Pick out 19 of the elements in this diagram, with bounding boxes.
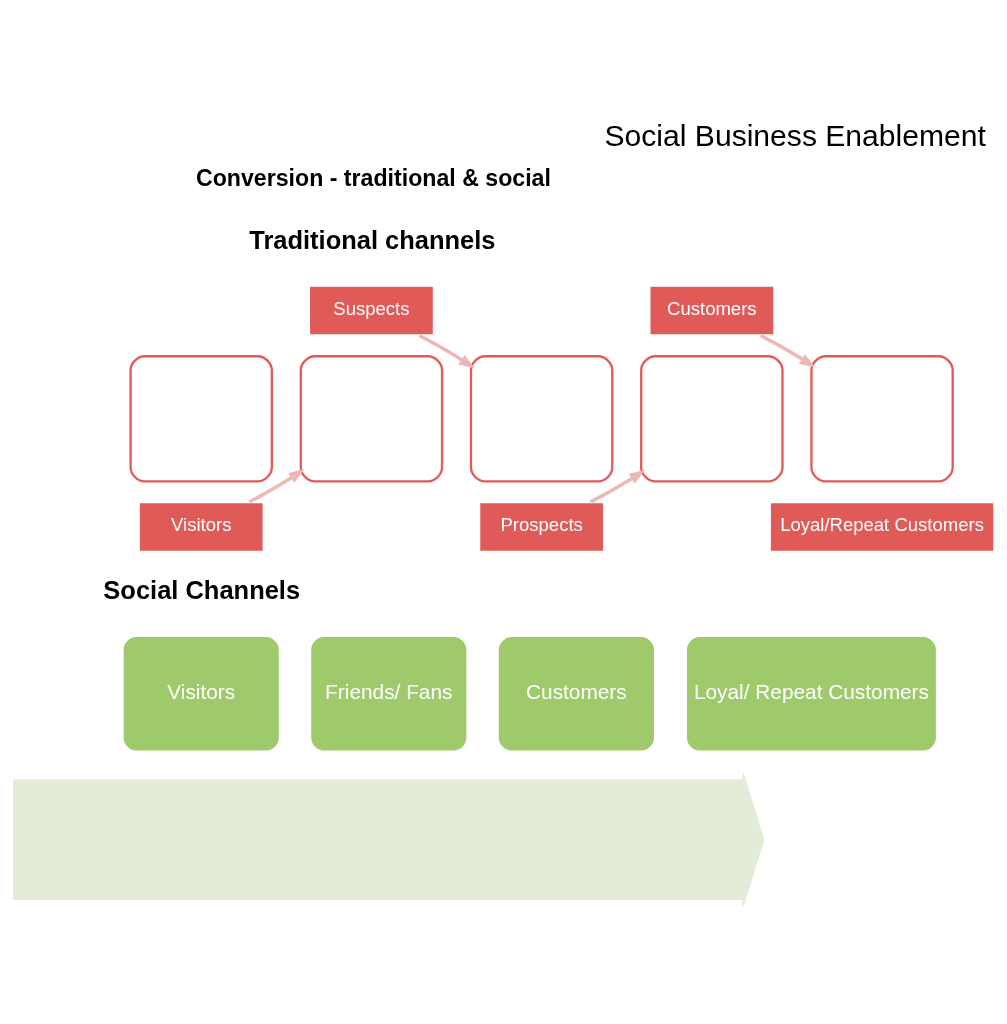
arrow bbox=[589, 469, 645, 504]
node-box bbox=[469, 355, 613, 483]
node-box bbox=[299, 355, 443, 483]
diagram-title: Social Business Enablement bbox=[604, 119, 986, 153]
node-box: Prospects bbox=[477, 501, 605, 554]
label: Social Channels bbox=[102, 575, 300, 604]
node-box: Suspects bbox=[307, 284, 435, 337]
node-box bbox=[809, 355, 954, 483]
node-box: Customers bbox=[647, 284, 776, 337]
node-box bbox=[128, 355, 273, 483]
label: Traditional channels bbox=[248, 226, 496, 255]
node-arrow bbox=[12, 772, 765, 907]
label: Conversion - traditional & social bbox=[195, 165, 551, 192]
arrow bbox=[759, 333, 815, 368]
node-box: Loyal/Repeat Customers bbox=[768, 501, 996, 554]
node-box: Visitors bbox=[137, 501, 265, 554]
arrow bbox=[418, 334, 475, 369]
arrow bbox=[247, 469, 305, 504]
node-box bbox=[639, 355, 784, 483]
